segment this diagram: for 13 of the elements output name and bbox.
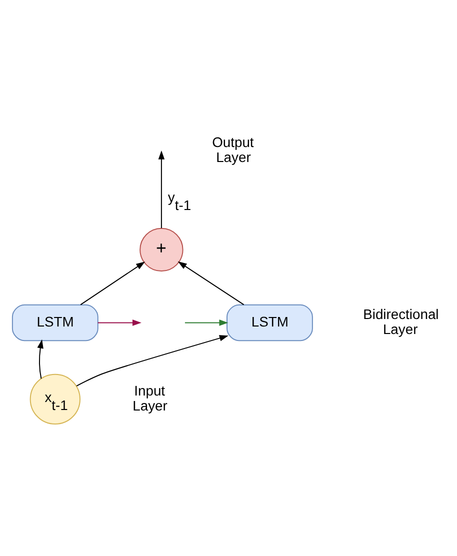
arrow: [184, 320, 228, 326]
arrow: [97, 320, 142, 326]
arrow: [80, 262, 146, 306]
arrow: [178, 261, 244, 306]
arrow: [158, 150, 165, 229]
node-box: LSTM: [12, 304, 98, 342]
arrow: [37, 339, 44, 380]
label: Output Layer: [212, 134, 254, 165]
arrow: [76, 335, 228, 386]
node-circle: +: [140, 228, 184, 272]
label: Input Layer: [132, 382, 168, 414]
node-box: LSTM: [226, 304, 313, 342]
label: Bidirectional Layer: [363, 306, 439, 337]
